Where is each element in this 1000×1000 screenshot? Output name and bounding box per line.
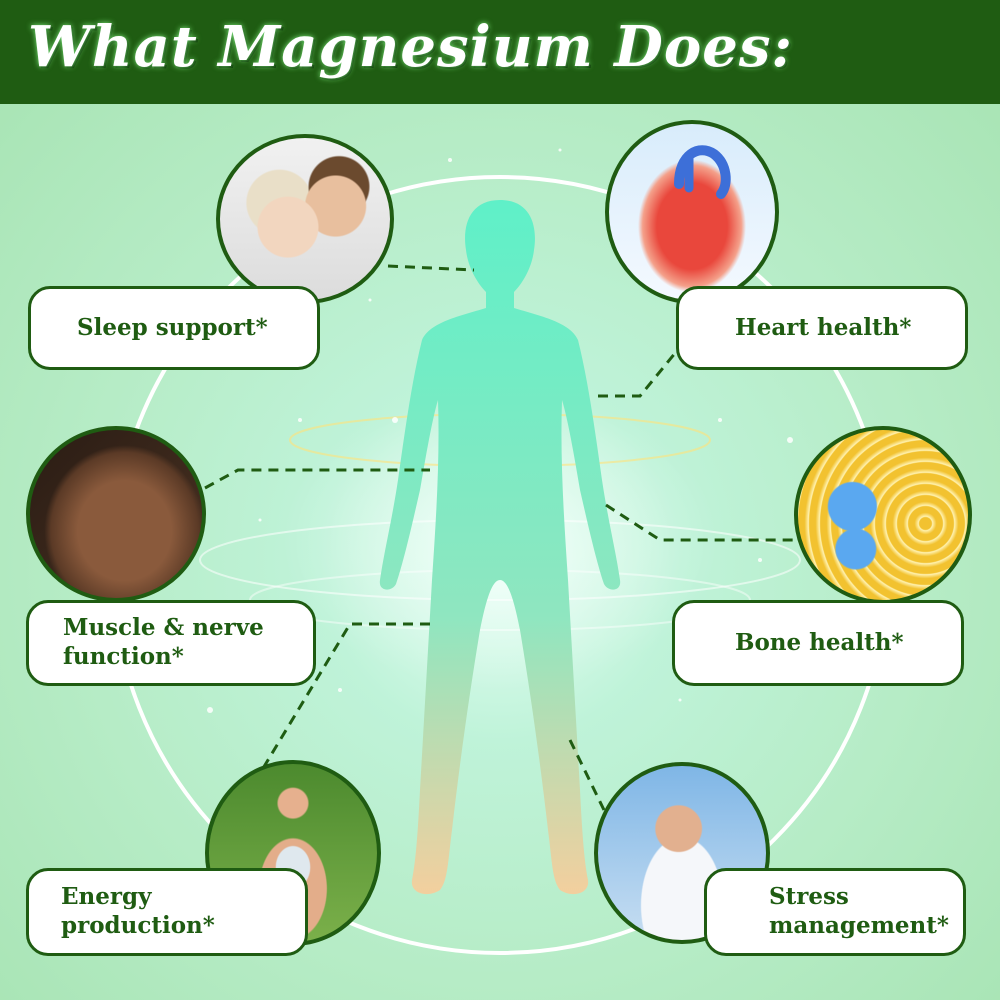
benefit-label-line2: management*: [769, 912, 949, 939]
benefit-label: Heart health*: [735, 313, 912, 341]
human-silhouette: [379, 200, 621, 895]
aorta-icon: [674, 145, 731, 199]
benefit-label-line2: function*: [63, 643, 184, 670]
bone-joint-photo: [794, 426, 972, 604]
heart-organ-photo: [605, 120, 779, 304]
header-banner: What Magnesium Does:: [0, 0, 1000, 104]
benefit-bone-health: Bone health*: [672, 600, 964, 686]
sleeping-couple-photo: [216, 134, 394, 304]
page-title: What Magnesium Does:: [28, 14, 794, 80]
benefit-label-line1: Stress: [769, 883, 849, 911]
connectors: [204, 264, 796, 811]
benefit-label-line1: Energy: [61, 883, 152, 911]
benefit-stress-management: Stress management*: [704, 868, 966, 956]
benefit-label: Bone health*: [735, 628, 904, 656]
benefit-sleep-support: Sleep support*: [28, 286, 320, 370]
benefit-heart-health: Heart health*: [676, 286, 968, 370]
benefit-energy-production: Energy production*: [26, 868, 308, 956]
benefit-label-line2: production*: [61, 912, 215, 939]
flexed-arm-photo: [26, 426, 206, 602]
benefit-label-line1: Muscle & nerve: [63, 614, 264, 642]
benefit-muscle-nerve: Muscle & nerve function*: [26, 600, 316, 686]
benefit-label: Sleep support*: [77, 313, 268, 341]
